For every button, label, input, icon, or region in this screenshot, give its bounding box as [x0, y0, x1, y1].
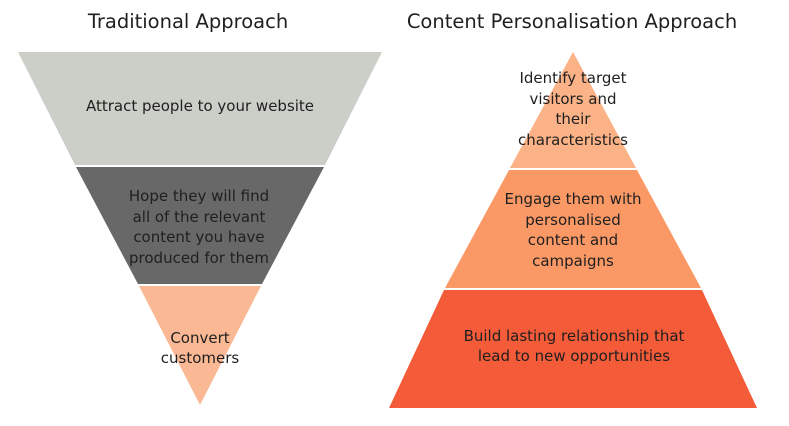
- personalisation-approach-title: Content Personalisation Approach: [406, 10, 738, 33]
- funnel-segment-hope: [76, 167, 324, 284]
- label-identify: Identify target visitors and their chara…: [518, 69, 628, 149]
- traditional-approach-title: Traditional Approach: [87, 10, 289, 33]
- label-attract: Attract people to your website: [85, 96, 315, 115]
- pyramid-segment-identify: [510, 52, 636, 168]
- label-engage: Engage them with personalised content an…: [504, 190, 642, 270]
- label-build: Build lasting relationship that lead to …: [463, 326, 685, 366]
- label-convert: Convert customers: [160, 328, 240, 368]
- funnel-segment-attract: [18, 52, 382, 165]
- pyramid-segment-engage: [445, 170, 701, 288]
- funnel-segment-convert: [139, 286, 261, 405]
- label-hope: Hope they will find all of the relevant …: [128, 187, 270, 267]
- pyramid-segment-build: [389, 290, 757, 408]
